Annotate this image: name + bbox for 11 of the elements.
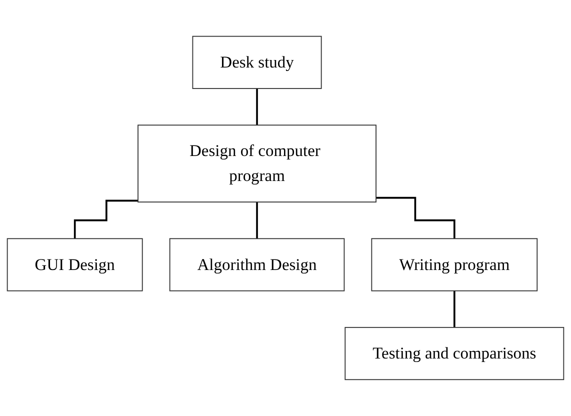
node-box: Writing program xyxy=(371,238,538,292)
node-box: Testing and comparisons xyxy=(344,327,564,380)
node-box: Algorithm Design xyxy=(169,238,345,292)
node-box: Design of computer program xyxy=(138,124,376,202)
connector xyxy=(453,290,456,328)
connector xyxy=(256,88,258,126)
connector xyxy=(376,196,456,240)
connector xyxy=(74,200,138,240)
node-box: GUI Design xyxy=(6,238,143,292)
connector xyxy=(256,201,258,240)
node-box: Desk study xyxy=(192,36,322,89)
